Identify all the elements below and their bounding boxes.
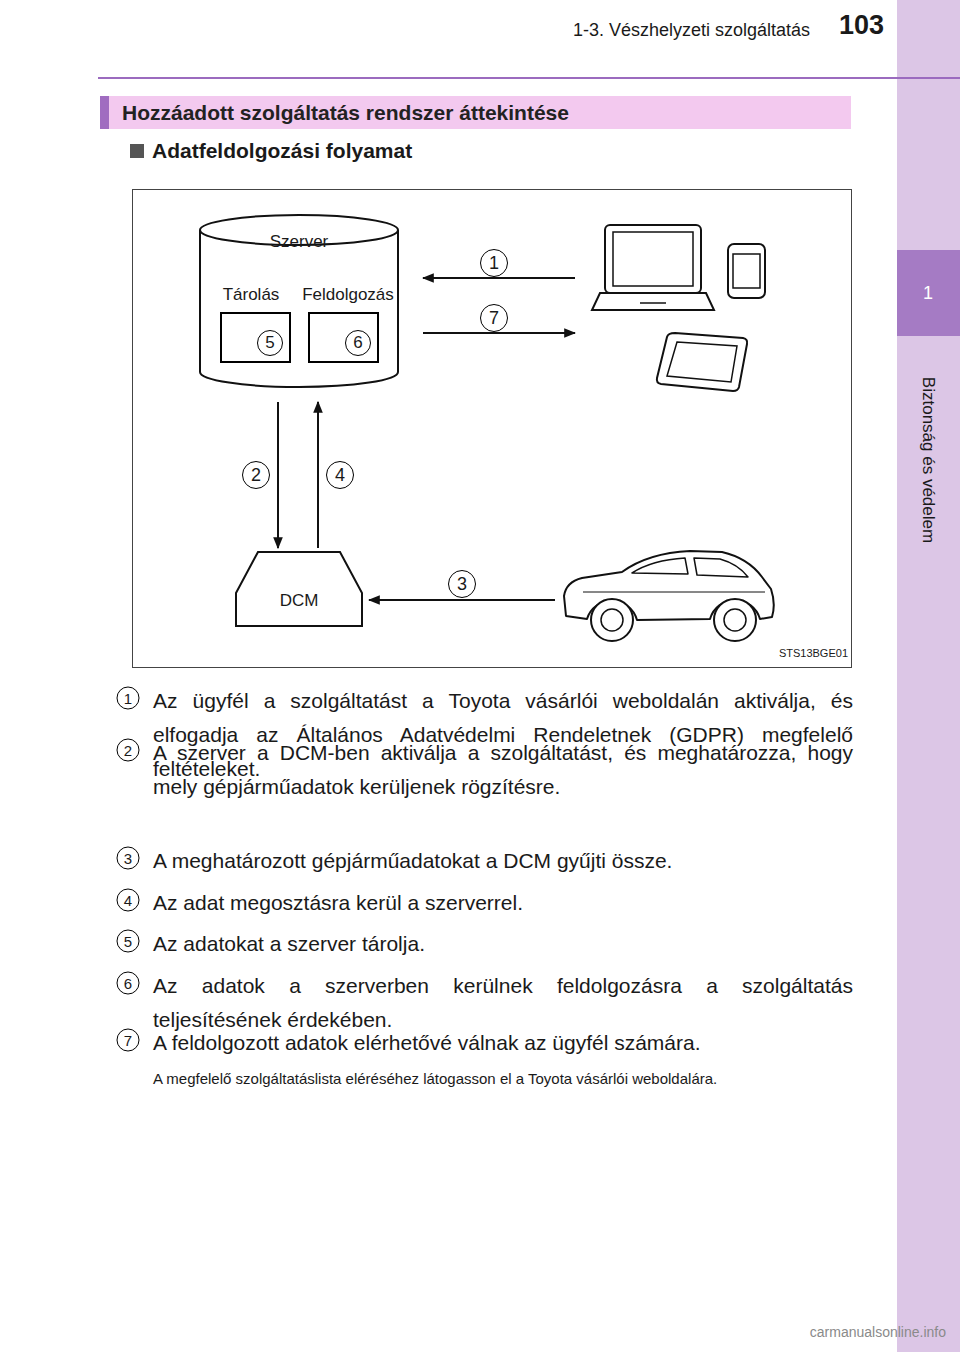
step-number: 4: [117, 889, 140, 912]
chapter-header: 1-3. Vészhelyzeti szolgáltatás: [573, 20, 810, 41]
side-tab: [897, 0, 960, 1352]
section-bar: [100, 96, 851, 129]
bullet-square: [130, 144, 144, 158]
tab-title: Biztonság és védelem: [918, 377, 938, 543]
phone-icon: [728, 244, 765, 298]
figure-frame: [133, 190, 852, 668]
server-cylinder: SzerverTárolás5Feldolgozás6: [199, 215, 399, 387]
step-number: 1: [117, 687, 140, 710]
dcm-unit: DCM: [235, 551, 363, 627]
dcm-outline: [235, 551, 363, 627]
step-text: A szerver a DCM-ben aktiválja a szolgált…: [153, 736, 853, 804]
processing-box: Feldolgozás 6: [290, 285, 406, 363]
step-number: 7: [117, 1029, 140, 1052]
node-title: DCM: [235, 551, 363, 611]
callout-number: 2: [242, 461, 270, 489]
figure-code: STS13BGE01: [779, 647, 848, 659]
storage-box: Tárolás 5: [205, 285, 297, 363]
step-text: Az adatok a szerverben kerülnek feldolgo…: [153, 969, 853, 1037]
step-number: 6: [117, 972, 140, 995]
arrow-to-dcm: [369, 599, 555, 601]
callout-number: 6: [345, 330, 371, 356]
box-heading: Feldolgozás: [290, 285, 406, 305]
step-text: Az adat megosztásra kerül a szerverrel.: [153, 886, 853, 920]
watermark: carmanualsonline.info: [810, 1324, 946, 1340]
callout-number: 4: [326, 461, 354, 489]
arrow-to-devices: [423, 332, 575, 334]
callout-number: 5: [257, 330, 283, 356]
box-heading: Tárolás: [205, 285, 297, 305]
box-outline: 5: [220, 312, 291, 363]
page-number: 103: [839, 10, 884, 41]
callout-number: 3: [448, 570, 476, 598]
box-outline: 6: [308, 312, 379, 363]
arrow-to-server: [423, 277, 575, 279]
subheading: Adatfeldolgozási folyamat: [152, 139, 412, 163]
step-text: A feldolgozott adatok elérhetővé válnak …: [153, 1026, 853, 1060]
header-rule: [98, 77, 960, 79]
node-title: Szerver: [199, 215, 399, 252]
step-text: Az adatokat a szerver tárolja.: [153, 927, 853, 961]
step-number: 3: [117, 847, 140, 870]
step-text: Az ügyfél a szolgáltatást a Toyota vásár…: [153, 684, 853, 786]
note-text: A megfelelő szolgáltatáslista eléréséhez…: [153, 1068, 853, 1090]
chapter-tab: [897, 250, 960, 336]
callout-number: 1: [480, 249, 508, 277]
step-number: 2: [117, 739, 140, 762]
callout-number: 7: [480, 304, 508, 332]
tab-number: 1: [923, 283, 933, 304]
car-illustration: [564, 551, 774, 641]
laptop-icon: [592, 225, 714, 310]
section-bar-edge: [100, 96, 109, 129]
data-arrow: [277, 402, 279, 548]
step-number: 5: [117, 930, 140, 953]
section-heading: Hozzáadott szolgáltatás rendszer áttekin…: [122, 101, 569, 125]
tablet-icon: [657, 333, 747, 391]
data-arrow: [317, 402, 319, 548]
step-text: A meghatározott gépjárműadatokat a DCM g…: [153, 844, 853, 878]
